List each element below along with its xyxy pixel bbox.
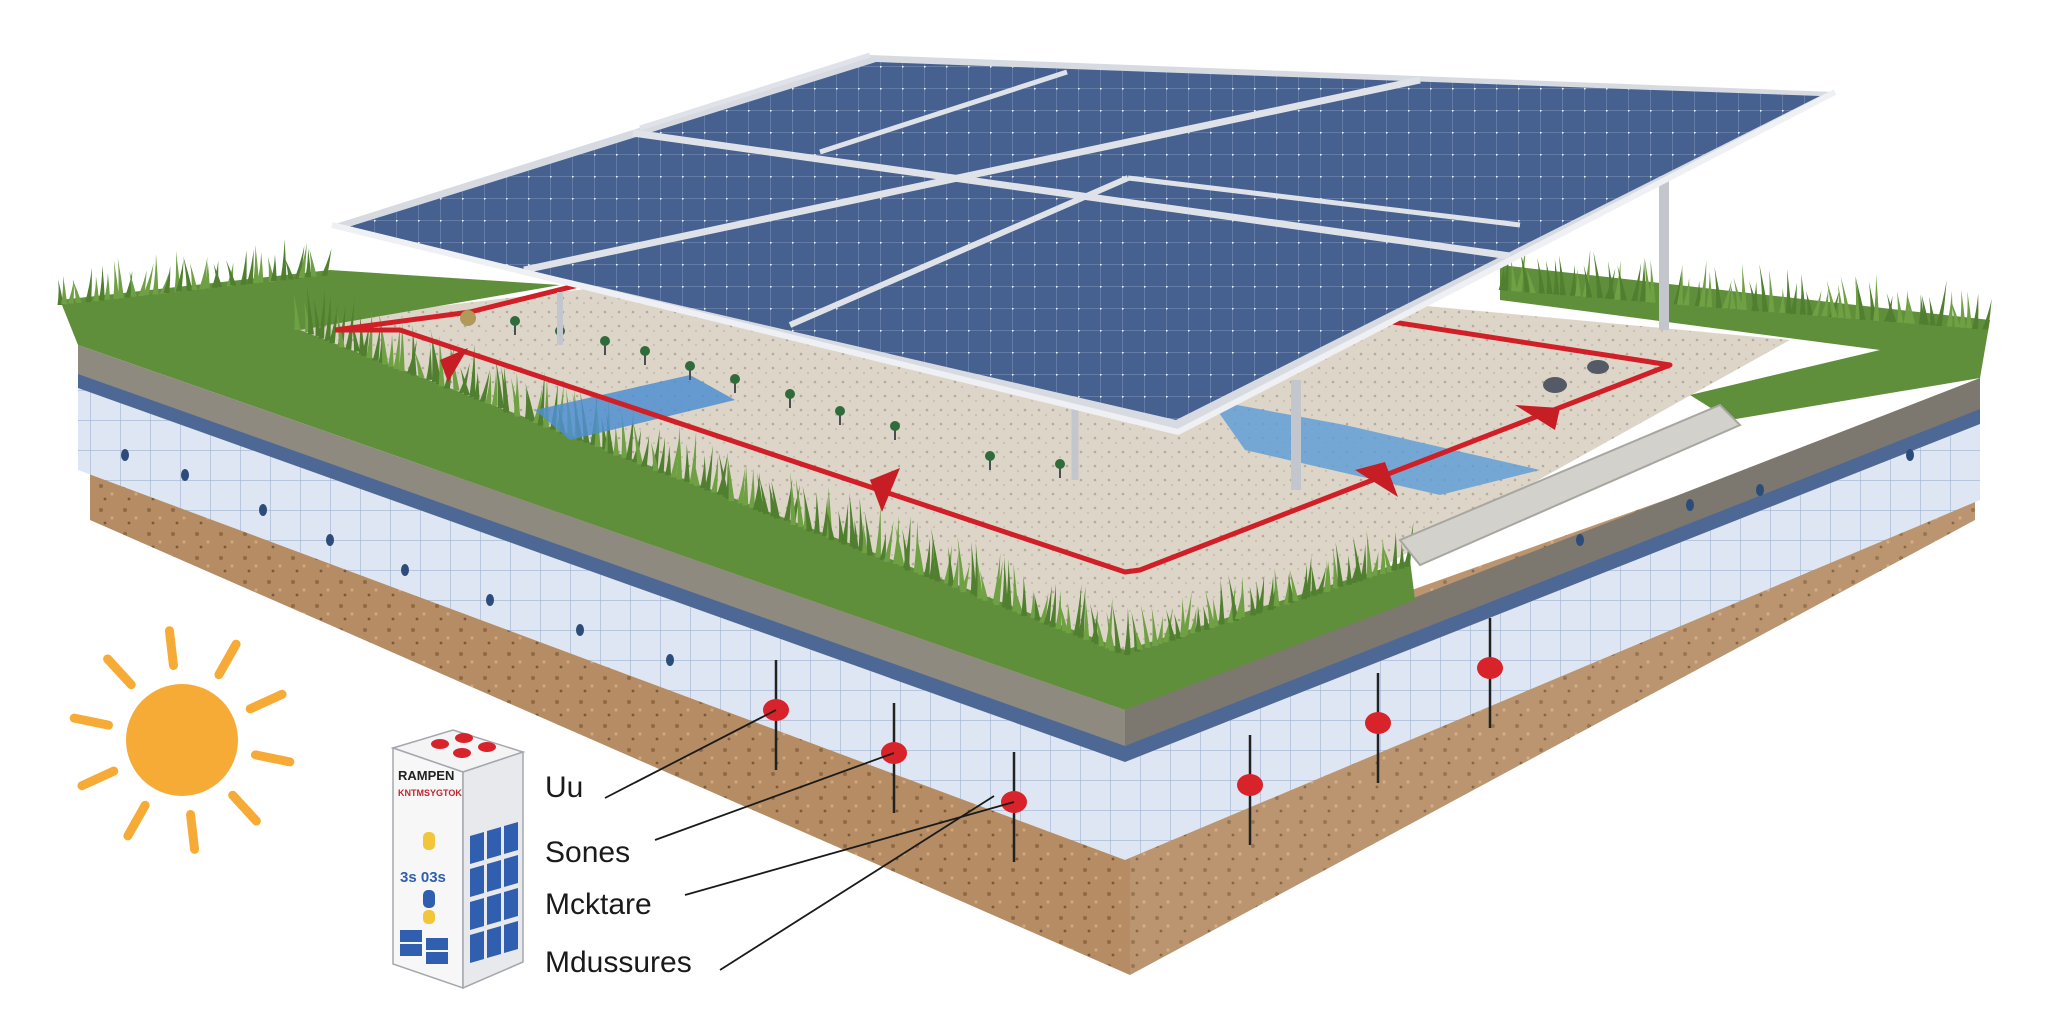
grass-blade [253,245,259,284]
sprinkler-head [510,316,520,326]
tile-dot [181,469,189,481]
battery-cell [487,926,501,958]
sprinkler-head [600,336,610,346]
grass-blade [1786,269,1792,313]
grass-blade [280,239,286,280]
sprinkler-head [785,389,795,399]
sprinkler-head [685,361,695,371]
section-marker [1477,657,1503,679]
tile-dot [486,594,494,606]
label-mdussures: Mdussures [545,946,692,979]
section-marker [1237,774,1263,796]
grass-blade [118,258,124,298]
grass-blade [240,250,246,285]
battery-cell [504,822,518,854]
label-uu: Uu [545,771,583,804]
sun-ray [128,805,145,835]
sprinkler-head [835,406,845,416]
grass-blade [99,265,105,300]
sun-ray [169,631,173,666]
grass-blade [61,276,67,305]
tile-dot [666,654,674,666]
section-marker [1365,712,1391,734]
battery-cell [470,931,484,963]
battery-cell [426,952,448,964]
battery-brand: RAMPEN [398,768,454,783]
battery-cell [470,832,484,864]
battery-cell [426,938,448,950]
grass-blade [1650,260,1656,302]
sun-ray [233,795,257,821]
grass-blade [1897,291,1903,323]
battery-subtitle: KNTMSYGTOK [398,788,462,798]
battery-indicator [423,910,435,924]
battery-indicator [423,832,435,850]
tile-dot [1686,499,1694,511]
battery-cell [470,865,484,897]
grass-blade [152,254,158,295]
grass-blade [93,276,99,301]
battery-cell [400,944,422,956]
equipment-canister [1587,360,1609,374]
sprinkler-head [1055,459,1065,469]
battery-cell [487,860,501,892]
grass-blade [1873,275,1879,321]
grass-blade [1960,290,1966,328]
sprinkler-head [890,421,900,431]
junction-node [460,310,476,326]
tile-dot [401,564,409,576]
battery-cell [400,930,422,942]
tile-dot [121,449,129,461]
grass-blade [1769,270,1775,313]
grass-blade [1741,264,1747,310]
tile-dot [1756,484,1764,496]
battery-cell [504,855,518,887]
battery-code: 3s 03s [400,869,446,886]
sun-icon [74,631,290,850]
grass-blade [183,256,192,291]
tile-dot [259,504,267,516]
grass-blade [85,268,92,302]
tile-dot [576,624,584,636]
sun-ray [74,718,108,725]
battery-cell [470,898,484,930]
sun-ray [191,815,195,850]
sun-ray [250,694,282,709]
equipment-canister [1543,377,1567,393]
sun-ray [108,659,132,685]
battery-cell [487,893,501,925]
sun-ray [219,644,236,674]
label-sones: Sones [545,836,630,869]
sun-ray [256,755,290,762]
sprinkler-head [640,346,650,356]
sprinkler-head [730,374,740,384]
label-mcktare: Mcktare [545,888,652,921]
tile-dot [326,534,334,546]
sun-ray [82,771,114,786]
grass-blade [1966,291,1972,328]
tile-dot [1576,534,1584,546]
battery-cell [487,827,501,859]
battery-indicator [423,890,435,908]
grass-blade [1929,297,1936,326]
grass-blade [247,250,254,284]
tile-dot [1906,449,1914,461]
battery-cell [504,888,518,920]
sprinkler-head [985,451,995,461]
battery-unit-icon: RAMPEN KNTMSYGTOK 3s 03s [393,730,523,988]
grass-blade [1800,274,1806,315]
battery-cell [504,921,518,953]
